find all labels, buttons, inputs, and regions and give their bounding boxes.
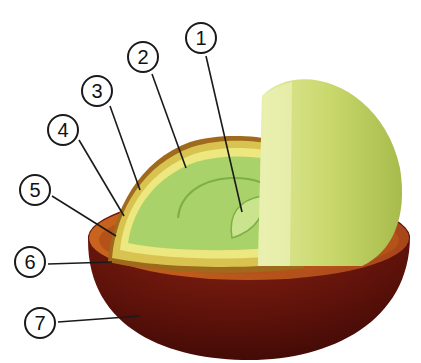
leader-line bbox=[206, 56, 242, 212]
leader-line bbox=[79, 140, 124, 216]
leader-line bbox=[152, 74, 186, 168]
bean-half bbox=[258, 79, 402, 266]
leader-lines bbox=[48, 56, 242, 322]
leader-line bbox=[48, 262, 112, 264]
callout-number: 3 bbox=[81, 75, 113, 107]
leader-line bbox=[52, 196, 116, 236]
callout-number: 7 bbox=[24, 307, 56, 339]
callout-number: 6 bbox=[14, 246, 46, 278]
bean-face bbox=[258, 82, 292, 266]
leader-line bbox=[110, 106, 140, 190]
callout-number: 2 bbox=[127, 41, 159, 73]
embryo bbox=[231, 196, 263, 238]
leader-line bbox=[58, 316, 140, 322]
callout-number: 1 bbox=[185, 22, 217, 54]
callout-number: 4 bbox=[47, 114, 79, 146]
callout-number: 5 bbox=[19, 174, 51, 206]
